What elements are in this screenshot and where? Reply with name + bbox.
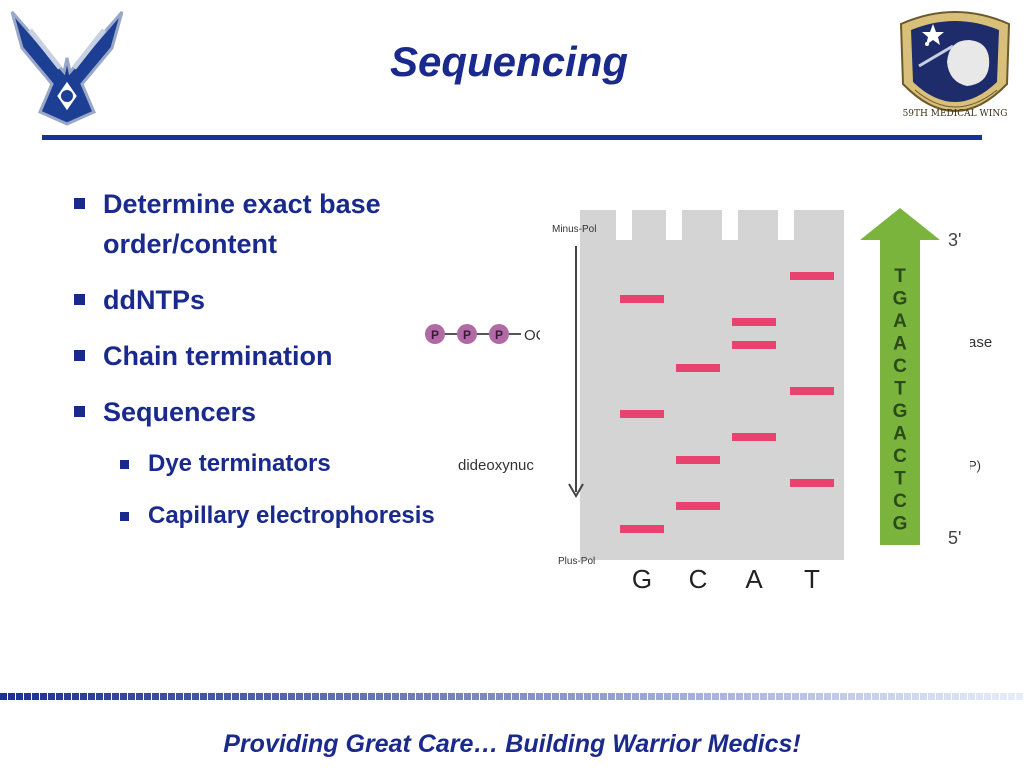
sequence-letter: C bbox=[893, 356, 907, 377]
bullet-text: Determine exact base order/content bbox=[103, 189, 381, 259]
five-prime-label: 5' bbox=[948, 528, 961, 548]
gel-band-g bbox=[620, 410, 664, 418]
sequence-letter: G bbox=[893, 514, 908, 535]
gel-band-t bbox=[790, 272, 834, 280]
sequence-letter: G bbox=[893, 401, 908, 422]
dideoxy-fragment-text: dideoxynuc bbox=[458, 457, 534, 474]
footer-slogan: Providing Great Care… Building Warrior M… bbox=[223, 730, 801, 758]
bullet-item: Chain termination bbox=[72, 336, 542, 376]
sequence-letter: A bbox=[893, 334, 907, 355]
gel-band-t bbox=[790, 387, 834, 395]
sequence-letter: T bbox=[894, 469, 906, 490]
gel-band-a bbox=[732, 433, 776, 441]
gel-band-g bbox=[620, 525, 664, 533]
lane-label-c: C bbox=[689, 564, 708, 594]
minus-pol-label: Minus-Pol bbox=[552, 224, 596, 235]
medical-wing-shield-logo: 59TH MEDICAL WING bbox=[893, 4, 1017, 132]
gel-bands bbox=[620, 272, 834, 533]
bullet-marker bbox=[74, 406, 85, 417]
bullet-item: Determine exact base order/content bbox=[72, 184, 542, 264]
sub-bullet-text: Dye terminators bbox=[148, 450, 331, 477]
base-fragment-text: ase bbox=[968, 334, 992, 351]
sequence-letter: C bbox=[893, 446, 907, 467]
slide-title: Sequencing bbox=[389, 38, 629, 85]
bullet-item: Sequencers bbox=[72, 392, 542, 432]
sequence-letter: G bbox=[893, 289, 908, 310]
gel-band-a bbox=[732, 318, 776, 326]
bullet-text: Chain termination bbox=[103, 341, 333, 371]
gel-band-c bbox=[676, 502, 720, 510]
bullet-list: Determine exact base order/content ddNTP… bbox=[72, 184, 542, 552]
sequence-letter: C bbox=[893, 491, 907, 512]
title-divider bbox=[42, 135, 982, 140]
read-direction-arrow bbox=[860, 208, 940, 545]
sub-bullet-item: Dye terminators bbox=[72, 448, 542, 480]
phosphate-chain: P P P OC bbox=[425, 324, 547, 344]
sequence-letter: A bbox=[893, 424, 907, 445]
lane-label-a: A bbox=[745, 564, 763, 594]
lane-label-g: G bbox=[632, 564, 652, 594]
sub-bullet-text: Capillary electrophoresis bbox=[148, 502, 435, 529]
air-force-logo bbox=[8, 8, 126, 126]
bullet-text: ddNTPs bbox=[103, 285, 206, 315]
sub-bullet-marker bbox=[120, 512, 129, 521]
bullet-marker bbox=[74, 350, 85, 361]
gel-band-c bbox=[676, 456, 720, 464]
bullet-marker bbox=[74, 198, 85, 209]
gel-band-g bbox=[620, 295, 664, 303]
sub-bullet-marker bbox=[120, 460, 129, 469]
gel-band-t bbox=[790, 479, 834, 487]
sequence-letter: A bbox=[893, 311, 907, 332]
three-prime-label: 3' bbox=[948, 230, 961, 250]
gel-band-c bbox=[676, 364, 720, 372]
sequence-letter: T bbox=[894, 266, 906, 287]
bullet-text: Sequencers bbox=[103, 397, 257, 427]
bullet-marker bbox=[74, 294, 85, 305]
svg-text:59TH MEDICAL WING: 59TH MEDICAL WING bbox=[903, 109, 1008, 119]
footer-divider bbox=[0, 690, 1024, 700]
phosphate-1: P bbox=[431, 328, 439, 342]
plus-pol-label: Plus-Pol bbox=[558, 556, 595, 567]
bullet-item: ddNTPs bbox=[72, 280, 542, 320]
phosphate-2: P bbox=[463, 328, 471, 342]
sequence-letter: T bbox=[894, 379, 906, 400]
paren-fragment-text: P) bbox=[968, 458, 981, 473]
lane-label-t: T bbox=[804, 564, 820, 594]
gel-band-a bbox=[732, 341, 776, 349]
sub-bullet-item: Capillary electrophoresis bbox=[72, 500, 542, 532]
phosphate-3: P bbox=[495, 328, 503, 342]
